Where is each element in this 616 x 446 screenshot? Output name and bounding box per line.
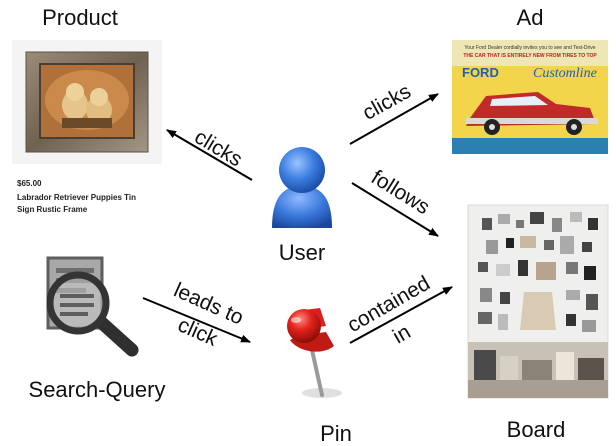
product-price: $65.00 bbox=[17, 179, 42, 188]
ad-label: Ad bbox=[517, 5, 544, 30]
ad-image: Your Ford Dealer cordially invites you t… bbox=[452, 40, 608, 154]
ad-brand: FORD bbox=[462, 65, 499, 80]
pushpin-icon bbox=[287, 308, 342, 398]
board-label: Board bbox=[507, 417, 566, 442]
edge-label-clicks-ad: clicks bbox=[359, 80, 415, 125]
edge-query-pin: leads to click bbox=[142, 279, 251, 351]
edge-user-product: clicks bbox=[166, 125, 253, 181]
search-query-label: Search-Query bbox=[29, 377, 166, 402]
edge-user-board: follows bbox=[351, 166, 439, 237]
edge-pin-board: contained in bbox=[344, 272, 453, 348]
product-image bbox=[12, 40, 162, 164]
ad-header-line2: THE CAR THAT IS ENTIRELY NEW FROM TIRES … bbox=[463, 53, 597, 59]
product-title-line1: Labrador Retriever Puppies Tin bbox=[17, 193, 136, 202]
edge-user-ad: clicks bbox=[349, 80, 439, 145]
edge-label-clicks-product: clicks bbox=[190, 125, 246, 171]
product-title-line2: Sign Rustic Frame bbox=[17, 205, 88, 214]
user-icon bbox=[272, 147, 332, 228]
product-label: Product bbox=[42, 5, 118, 30]
pin-label: Pin bbox=[320, 421, 352, 446]
ad-model: Customline bbox=[533, 66, 597, 81]
edge-label-follows: follows bbox=[367, 166, 434, 220]
ad-header-line1: Your Ford Dealer cordially invites you t… bbox=[464, 45, 595, 51]
edge-label-in: in bbox=[389, 320, 415, 348]
magnifier-document-icon bbox=[46, 256, 139, 357]
user-label: User bbox=[279, 240, 325, 265]
board-image bbox=[467, 204, 609, 399]
